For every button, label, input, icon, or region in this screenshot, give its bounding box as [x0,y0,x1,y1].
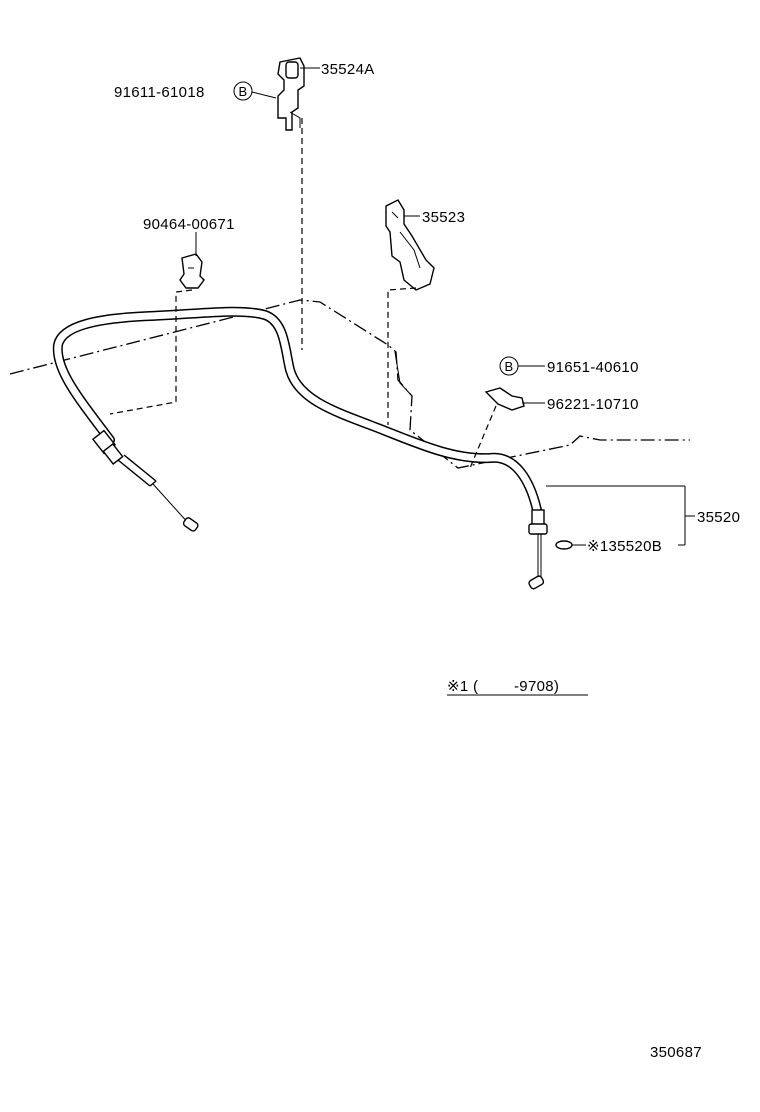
circle-b-marker-2: B [499,356,519,376]
circle-b-text-1: B [239,84,248,99]
floor-edge [394,351,413,397]
circle-b-marker-1: B [233,81,253,101]
label-35523: 35523 [422,209,465,226]
cable-end-pedal [91,429,199,532]
label-35520: 35520 [697,509,740,526]
label-96221-10710: 96221-10710 [547,396,639,413]
bracket-35524a [277,57,305,131]
label-35524a: 35524A [321,61,375,78]
cable-seal-ring [555,540,573,550]
label-91651-40610: 91651-40610 [547,359,639,376]
label-90464-00671: 90464-00671 [143,216,235,233]
cable-end-throttle [528,509,573,590]
bracket-35523 [385,199,435,291]
circle-b-text-2: B [505,359,514,374]
clip-90464 [179,253,205,289]
applicability-note: ※1 ( -9708) [447,678,559,695]
leader-91611 [251,91,277,99]
dash-90464 [109,289,193,415]
clamp-96221 [484,387,525,411]
label-91611-61018: 91611-61018 [114,84,205,101]
label-135520b: ※135520B [587,538,662,555]
diagram-code: 350687 [650,1044,702,1061]
accelerator-cable [52,306,542,515]
dash-96221 [469,405,497,469]
